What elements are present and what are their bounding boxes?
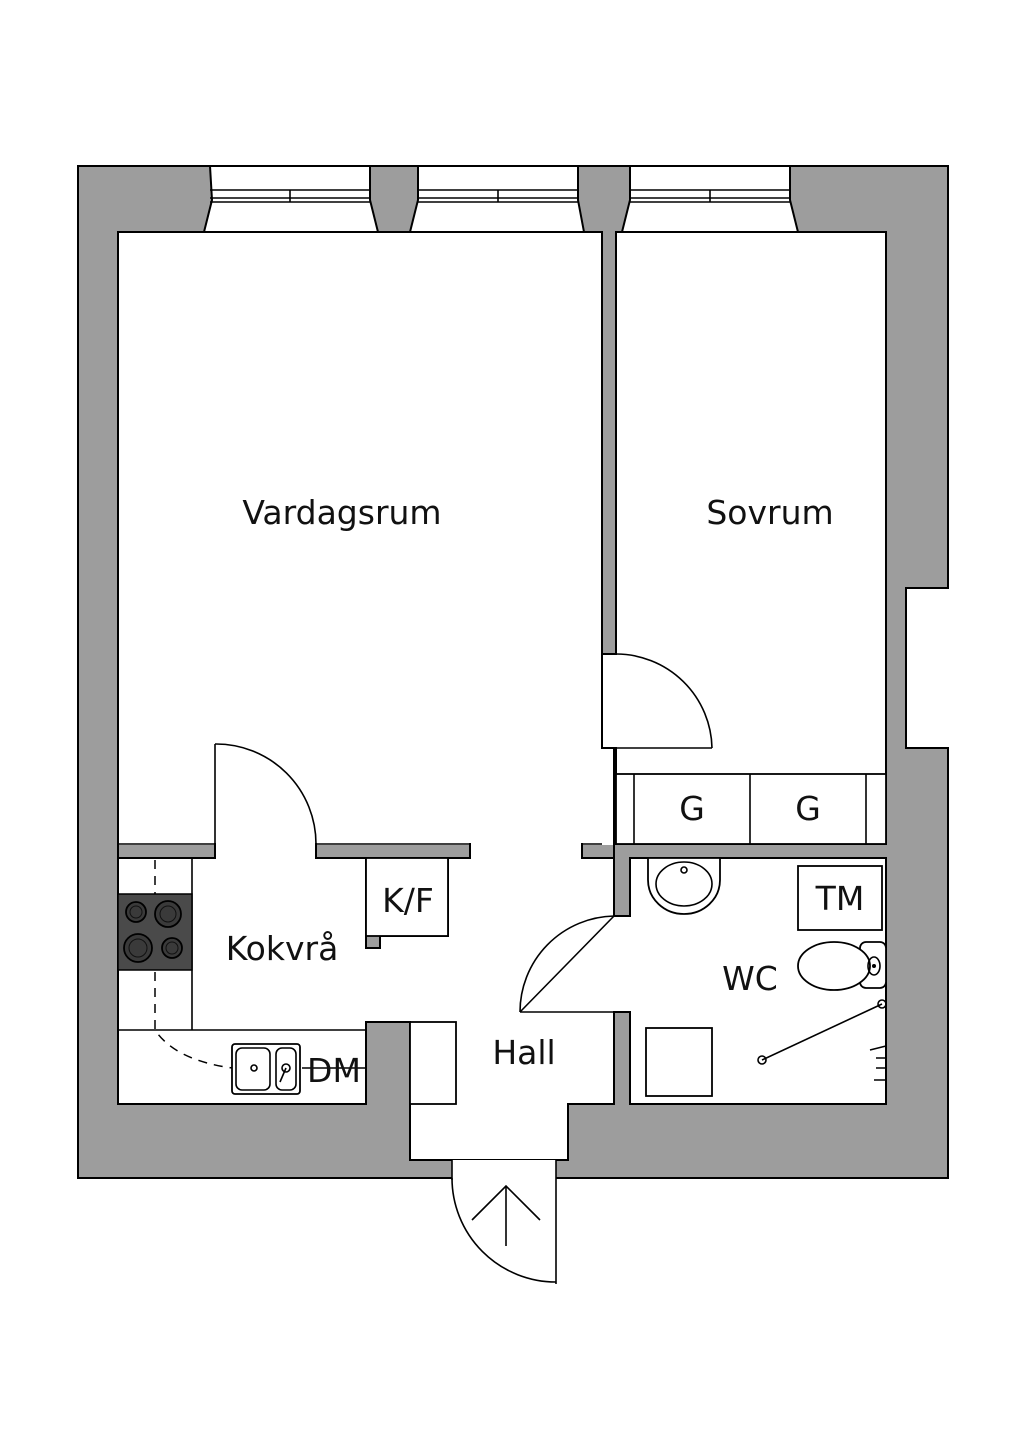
bedroom-floor [601, 231, 887, 845]
wardrobe-1-label: G [679, 789, 705, 828]
wardrobes: G G [615, 773, 887, 845]
room-label-bathroom: WC [722, 959, 778, 998]
washbasin-icon [647, 857, 721, 915]
living-kitchen-hall-floor [117, 231, 615, 859]
room-label-hall: Hall [492, 1033, 555, 1072]
window-3 [620, 165, 800, 233]
washing-machine: TM [797, 865, 883, 931]
room-label-kitchen: Kokvrå [226, 929, 339, 968]
door-entrance [451, 1160, 557, 1284]
room-label-bedroom: Sovrum [706, 493, 833, 532]
shower-icon [757, 999, 887, 1081]
washing-machine-label: TM [815, 879, 865, 918]
dishwasher: DM [302, 1051, 366, 1090]
fridge-freezer: K/F [365, 857, 449, 937]
window-1 [202, 165, 380, 233]
hall-cabinet [409, 1021, 457, 1105]
door-bedroom [615, 653, 713, 749]
bathroom-cabinet [645, 1027, 713, 1097]
wardrobe-2-label: G [795, 789, 821, 828]
stove-icon [117, 893, 193, 971]
fridge-freezer-label: K/F [382, 881, 434, 920]
room-label-living: Vardagsrum [242, 493, 441, 532]
dishwasher-label: DM [307, 1051, 361, 1090]
entrance-arrow-icon [471, 1184, 541, 1246]
doors [214, 653, 713, 1284]
windows [202, 165, 800, 233]
kitchen-sink-icon [231, 1043, 301, 1095]
window-2 [408, 165, 586, 233]
toilet-icon [797, 941, 887, 991]
door-bathroom [519, 915, 615, 1013]
door-living [214, 743, 317, 845]
